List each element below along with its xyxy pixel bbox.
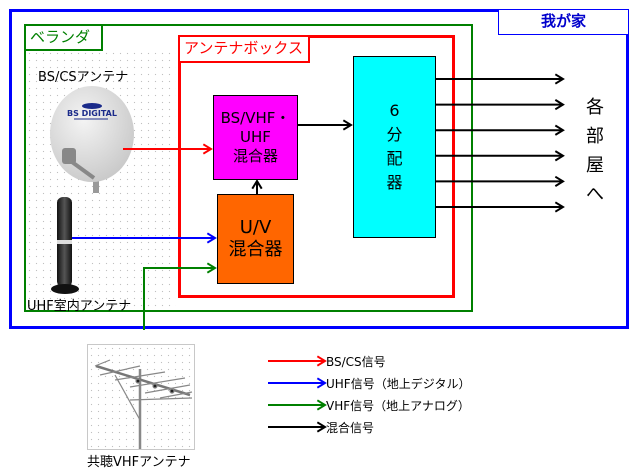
- splitter-output-arrow-3: [436, 124, 565, 136]
- bs-cs-signal-arrow: [123, 143, 213, 155]
- rooms-char-3: 屋: [586, 155, 604, 176]
- bs-vhf-uhf-mixer: BS/VHF・ UHF 混合器: [213, 95, 298, 180]
- dish-brand-text: BS DIGITAL: [67, 109, 117, 118]
- splitter-line-3: 配: [386, 149, 403, 168]
- rooms-char-1: 各: [586, 97, 604, 118]
- splitter-output-arrow-1: [436, 73, 565, 85]
- splitter-output-arrow-4: [436, 150, 565, 162]
- bs-cs-antenna-label: BS/CSアンテナ: [38, 70, 129, 85]
- six-way-splitter: 6 分 配 器: [353, 56, 436, 238]
- legend-arrow-2: [268, 377, 327, 389]
- antenna-box-boundary: [178, 35, 455, 298]
- splitter-output-arrow-5: [436, 175, 565, 187]
- uv-mixer: U/V 混合器: [217, 194, 294, 284]
- uhf-indoor-antenna-label: UHF室内アンテナ: [27, 299, 132, 314]
- to-each-room-label: 各 部 屋 へ: [583, 93, 607, 209]
- veranda-boundary: [24, 24, 473, 312]
- legend-label-uhf: UHF信号（地上デジタル）: [326, 377, 471, 391]
- bs-mixer-line-1: BS/VHF・: [220, 109, 291, 127]
- rooms-char-4: へ: [586, 184, 604, 205]
- vhf-signal-arrow: [143, 262, 217, 330]
- bs-cs-dish-icon: BS DIGITAL: [50, 86, 134, 193]
- antenna-box-label: アンテナボックス: [178, 35, 310, 63]
- rooms-char-2: 部: [586, 126, 604, 147]
- bs-mixer-line-2: UHF: [240, 128, 271, 146]
- legend-arrow-1: [268, 355, 327, 367]
- home-label: 我が家: [498, 9, 629, 35]
- legend-arrow-4: [268, 421, 327, 433]
- vhf-shared-antenna-label: 共聴VHFアンテナ: [87, 455, 191, 470]
- veranda-label: ベランダ: [24, 24, 103, 51]
- legend-label-bs-cs: BS/CS信号: [326, 355, 386, 369]
- mixer-to-splitter-arrow: [298, 119, 353, 131]
- splitter-output-arrow-2: [436, 99, 565, 111]
- bs-mixer-line-3: 混合器: [232, 147, 278, 165]
- uhf-signal-arrow: [72, 232, 217, 244]
- vhf-yagi-antenna-icon: [94, 359, 193, 449]
- splitter-line-4: 器: [386, 173, 403, 192]
- legend-label-vhf: VHF信号（地上アナログ）: [326, 399, 470, 413]
- home-boundary: [9, 9, 629, 329]
- uv-mixer-line-1: U/V: [239, 217, 272, 238]
- legend-arrow-3: [268, 399, 327, 411]
- uv-mixer-line-2: 混合器: [228, 239, 283, 260]
- uhf-indoor-antenna-icon: [51, 197, 79, 294]
- legend-label-mixed: 混合信号: [326, 421, 375, 435]
- uv-to-bs-mixer-arrow: [251, 179, 263, 194]
- splitter-output-arrow-6: [436, 201, 565, 213]
- splitter-line-1: 6: [389, 101, 400, 120]
- splitter-line-2: 分: [386, 125, 403, 144]
